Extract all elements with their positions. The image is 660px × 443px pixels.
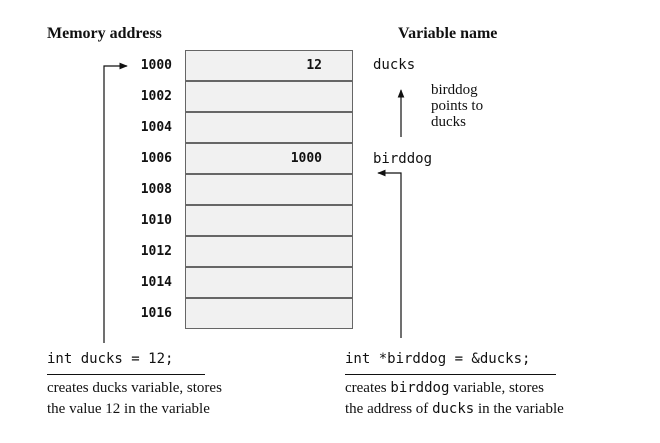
annotation-line: birddog: [431, 82, 478, 98]
memory-address-header: Memory address: [47, 25, 162, 42]
address-label: 1014: [140, 275, 172, 290]
memory-cell: [185, 81, 353, 112]
left-desc-line: the value 12 in the variable: [47, 401, 210, 417]
birddog-arrow: [377, 169, 402, 338]
memory-cell: [185, 143, 353, 174]
memory-cell: [185, 112, 353, 143]
right-desc-line: the address of ducks in the variable: [345, 401, 564, 417]
memory-cell: [185, 236, 353, 267]
right-code-description: creates birddog variable, stores the add…: [345, 378, 564, 420]
memory-cell: [185, 174, 353, 205]
ducks-arrow: [103, 62, 128, 343]
memory-cell: [185, 298, 353, 329]
birddog-variable-name: birddog: [373, 151, 433, 167]
address-label: 1012: [140, 244, 172, 259]
points-to-annotation: birddog points to ducks: [431, 82, 483, 130]
memory-cell: [185, 205, 353, 236]
address-label: 1010: [140, 213, 172, 228]
address-label: 1000: [140, 58, 172, 73]
annotation-line: ducks: [431, 114, 466, 130]
right-desc-line: creates birddog variable, stores: [345, 380, 544, 396]
address-label: 1004: [140, 120, 172, 135]
birddog-value: 1000: [290, 151, 322, 166]
right-code-statement: int *birddog = &ducks;: [345, 351, 531, 367]
left-code-description: creates ducks variable, stores the value…: [47, 378, 222, 420]
address-label: 1016: [140, 306, 172, 321]
left-desc-line: creates ducks variable, stores: [47, 380, 222, 396]
ducks-variable-name: ducks: [373, 57, 416, 73]
annotation-line: points to: [431, 98, 484, 114]
memory-cell: [185, 50, 353, 81]
address-label: 1002: [140, 89, 172, 104]
ducks-value: 12: [306, 58, 322, 73]
left-code-statement: int ducks = 12;: [47, 351, 174, 367]
memory-cell: [185, 267, 353, 298]
variable-name-header: Variable name: [398, 25, 498, 42]
address-label: 1006: [140, 151, 172, 166]
right-code-underline: [345, 374, 556, 375]
address-label: 1008: [140, 182, 172, 197]
left-code-underline: [47, 374, 205, 375]
